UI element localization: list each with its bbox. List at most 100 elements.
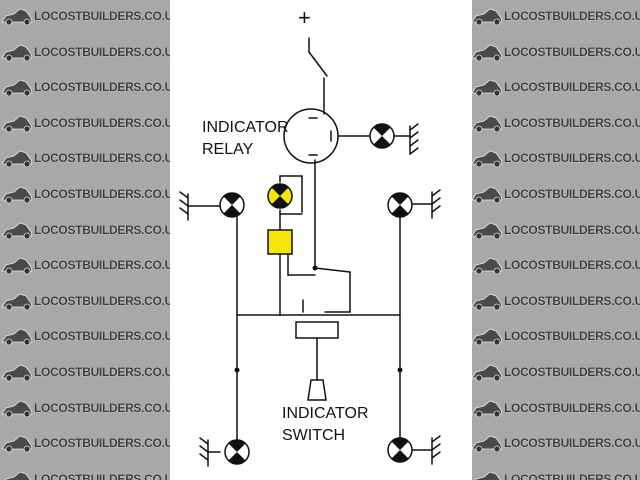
car-logo-icon [1,400,33,417]
added-component-highlighted [267,229,293,255]
lamp-rear-right [387,437,413,463]
switch-label-line-1: INDICATOR [282,405,369,422]
car-logo-icon [1,115,33,133]
car-logo-icon [1,257,33,275]
watermark-row: LOCOSTBUILDERS.CO.UK [470,4,640,28]
watermark-text: LOCOSTBUILDERS.CO.UK [34,329,170,344]
wiring-svg [179,37,441,467]
watermark-row: LOCOSTBUILDERS.CO.UK [470,40,640,64]
supply-switch-contact [308,51,328,77]
lamp-front-left [219,192,245,218]
watermark-text: LOCOSTBUILDERS.CO.UK [34,293,170,308]
watermark-text: LOCOSTBUILDERS.CO.UK [504,329,640,344]
supply-plus-symbol: + [298,5,311,30]
watermark-row: LOCOSTBUILDERS.CO.UK [0,218,170,242]
watermark-text: LOCOSTBUILDERS.CO.UK [34,151,170,166]
car-logo-icon [471,364,503,382]
watermark-text: LOCOSTBUILDERS.CO.UK [504,258,640,273]
car-logo-icon [471,44,503,61]
watermark-row: LOCOSTBUILDERS.CO.UK [0,253,170,277]
watermark-text: LOCOSTBUILDERS.CO.UK [34,365,170,379]
watermark-text: LOCOSTBUILDERS.CO.UK [34,400,170,415]
indicator-switch-body [295,321,339,339]
car-logo-icon [471,115,503,133]
watermark-row: LOCOSTBUILDERS.CO.UK [0,360,170,384]
watermark-text: LOCOSTBUILDERS.CO.UK [34,9,170,23]
watermark-row: LOCOSTBUILDERS.CO.UK [470,289,640,313]
watermark-text: LOCOSTBUILDERS.CO.UK [34,44,170,59]
watermark-text: LOCOSTBUILDERS.CO.UK [34,258,170,273]
watermark-text: LOCOSTBUILDERS.CO.UK [504,222,640,237]
switch-label-line-2: SWITCH [282,427,346,444]
car-logo-icon [1,293,33,311]
watermark-row: LOCOSTBUILDERS.CO.UK [0,75,170,99]
watermark-row: LOCOSTBUILDERS.CO.UK [470,218,640,242]
car-logo-icon [471,186,503,204]
car-logo-icon [1,364,33,382]
relay-label-line-1: INDICATOR [202,119,289,136]
watermark-right: LOCOSTBUILDERS.CO.UK LOCOSTBUILDERS.CO.UK… [470,0,640,480]
watermark-text: LOCOSTBUILDERS.CO.UK [34,436,170,451]
indicator-switch-lever [307,379,327,401]
car-logo-icon [474,471,501,480]
watermark-row: LOCOSTBUILDERS.CO.UK [470,396,640,420]
watermark-text: LOCOSTBUILDERS.CO.UK [504,471,640,480]
car-logo-icon [1,79,33,97]
watermark-text: LOCOSTBUILDERS.CO.UK [34,115,170,130]
watermark-text: LOCOSTBUILDERS.CO.UK [34,80,170,95]
watermark-row: LOCOSTBUILDERS.CO.UK [470,431,640,455]
car-logo-icon [1,150,33,168]
watermark-row: LOCOSTBUILDERS.CO.UK [470,253,640,277]
car-logo-icon [471,400,503,417]
relay-label-line-2: RELAY [202,141,254,158]
watermark-text: LOCOSTBUILDERS.CO.UK [34,187,170,201]
watermark-row: LOCOSTBUILDERS.CO.UK [0,4,170,28]
watermark-row: LOCOSTBUILDERS.CO.UK [470,324,640,348]
watermark-text: LOCOSTBUILDERS.CO.UK [504,44,640,59]
car-logo-icon [1,186,33,204]
watermark-row: LOCOSTBUILDERS.CO.UK [0,289,170,313]
watermark-row: LOCOSTBUILDERS.CO.UK [470,146,640,170]
car-logo-icon [471,435,503,453]
car-logo-icon [4,471,31,480]
watermark-text: LOCOSTBUILDERS.CO.UK [504,400,640,415]
watermark-row: LOCOSTBUILDERS.CO.UK [0,467,170,480]
watermark-text: LOCOSTBUILDERS.CO.UK [504,151,640,166]
watermark-row: LOCOSTBUILDERS.CO.UK [470,360,640,384]
watermark-row: LOCOSTBUILDERS.CO.UK [0,182,170,206]
watermark-text: LOCOSTBUILDERS.CO.UK [504,365,640,379]
lamp-relay-warning [369,123,395,149]
watermark-left: LOCOSTBUILDERS.CO.UK LOCOSTBUILDERS.CO.UK… [0,0,170,480]
car-logo-icon [1,222,33,239]
watermark-row: LOCOSTBUILDERS.CO.UK [0,396,170,420]
car-logo-icon [471,328,503,346]
car-logo-icon [1,435,33,453]
car-logo-icon [471,79,503,97]
watermark-text: LOCOSTBUILDERS.CO.UK [504,293,640,308]
watermark-text: LOCOSTBUILDERS.CO.UK [34,222,170,237]
watermark-text: LOCOSTBUILDERS.CO.UK [504,436,640,451]
watermark-row: LOCOSTBUILDERS.CO.UK [470,467,640,480]
watermark-row: LOCOSTBUILDERS.CO.UK [0,146,170,170]
car-logo-icon [471,293,503,311]
car-logo-icon [471,150,503,168]
watermark-row: LOCOSTBUILDERS.CO.UK [470,111,640,135]
lamp-dash-indicator-highlighted [267,183,293,209]
watermark-text: LOCOSTBUILDERS.CO.UK [504,187,640,201]
watermark-row: LOCOSTBUILDERS.CO.UK [470,182,640,206]
watermark-text: LOCOSTBUILDERS.CO.UK [504,115,640,130]
car-logo-icon [1,8,33,26]
watermark-row: LOCOSTBUILDERS.CO.UK [0,431,170,455]
watermark-row: LOCOSTBUILDERS.CO.UK [0,111,170,135]
watermark-row: LOCOSTBUILDERS.CO.UK [0,40,170,64]
watermark-row: LOCOSTBUILDERS.CO.UK [0,324,170,348]
lamp-front-right [387,192,413,218]
car-logo-icon [1,44,33,61]
watermark-text: LOCOSTBUILDERS.CO.UK [504,9,640,23]
lamp-rear-left [224,439,250,465]
watermark-text: LOCOSTBUILDERS.CO.UK [504,80,640,95]
car-logo-icon [471,222,503,239]
watermark-text: LOCOSTBUILDERS.CO.UK [34,471,170,480]
watermark-row: LOCOSTBUILDERS.CO.UK [470,75,640,99]
car-logo-icon [471,8,503,26]
